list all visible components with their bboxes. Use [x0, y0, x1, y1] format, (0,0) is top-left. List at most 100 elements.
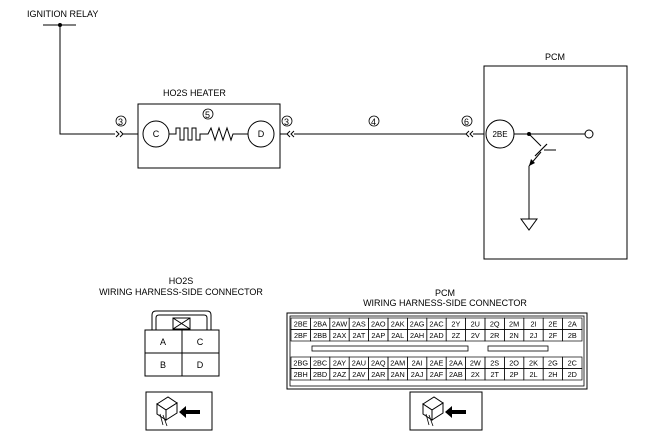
callout-heater-element: 5	[205, 110, 210, 120]
pcm-pin-label: 2AO	[371, 320, 386, 329]
pcm-pin-label: 2AA	[449, 359, 463, 368]
pcm-pin-label: 2S	[490, 359, 499, 368]
pcm-pin-label: 2N	[509, 331, 518, 340]
pcm-pin-label: 2C	[568, 359, 577, 368]
pcm-pin-label: 2T	[490, 370, 499, 379]
callout-harness: 4	[371, 117, 376, 127]
pcm-pin-label: 2AP	[371, 331, 385, 340]
pcm-pin-label: 2AU	[352, 359, 366, 368]
pcm-pin-label: 2AY	[333, 359, 346, 368]
pcm-pin-label: 2U	[471, 320, 480, 329]
pcm-pin-label: 2AC	[429, 320, 443, 329]
pcm-pin-label: 2V	[471, 331, 480, 340]
ground-icon	[520, 218, 538, 231]
pcm-connector-outline	[286, 312, 588, 390]
pcm-pin-label: 2AJ	[411, 370, 424, 379]
transistor-collector	[528, 133, 542, 147]
pcm-pin-label: 2BH	[294, 370, 308, 379]
pcm-connector: PCM WIRING HARNESS-SIDE CONNECTOR 2BE 2BA…	[286, 288, 588, 390]
pcm-pin-label: 2P	[510, 370, 519, 379]
pcm-pin-label: 2H	[548, 370, 557, 379]
pcm-pin-label: 2G	[548, 359, 558, 368]
pcm-pin-label: 2AE	[430, 359, 444, 368]
ho2s-pin-c: C	[197, 337, 204, 347]
pcm-pin-grid: 2BE 2BA 2AW 2AS 2AO 2AK 2AG 2AC 2Y 2U 2Q 2M 2I 2E 2A 2B…	[290, 317, 583, 381]
pcm-pin-label: 2R	[490, 331, 499, 340]
pcm-pin-label: 2AV	[352, 370, 365, 379]
pcm-label: PCM	[545, 52, 565, 62]
pcm-pin-label: 2AT	[352, 331, 365, 340]
pcm-pin-label: 2AL	[391, 331, 404, 340]
pcm-pin-label: 2BE	[294, 320, 308, 329]
ignition-relay-label: IGNITION RELAY	[27, 9, 98, 19]
pcm-pin-label: 2K	[529, 359, 538, 368]
pcm-pin-label: 2AR	[371, 370, 385, 379]
ignition-relay: IGNITION RELAY	[27, 9, 98, 27]
pcm-pin-label: 2BA	[313, 320, 327, 329]
pcm-pin-label: 2Z	[452, 331, 461, 340]
ho2s-view-icon-box	[145, 391, 213, 431]
ho2s-connector-subtitle: WIRING HARNESS-SIDE CONNECTOR	[99, 287, 263, 297]
pcm-output-terminal	[584, 129, 594, 139]
pcm-pin-label: 2W	[470, 359, 481, 368]
pcm-pin-label: 2AI	[412, 359, 423, 368]
ho2s-pin-b: B	[160, 360, 166, 370]
callout-pcm-input: 6	[464, 117, 469, 127]
pcm-pin-label: 2B	[568, 331, 577, 340]
heater-coil	[169, 127, 204, 141]
pcm-pin-label: 2AG	[410, 320, 425, 329]
pcm-pin-label: 2BC	[313, 359, 327, 368]
svg-text:2BE: 2BE	[492, 130, 507, 139]
heater-resistor	[204, 126, 248, 142]
pcm-pin-label: 2AX	[333, 331, 347, 340]
view-direction-arrow-icon	[445, 406, 466, 418]
ho2s-pin-a: A	[160, 337, 166, 347]
view-direction-arrow-icon	[179, 406, 200, 418]
pcm-pin-label: 2Q	[490, 320, 500, 329]
pcm-pin-label: 2AN	[391, 370, 405, 379]
lock-tab-icon	[172, 317, 191, 330]
pcm-pin-label: 2AD	[429, 331, 443, 340]
pcm-pin-label: 2AW	[332, 320, 348, 329]
pcm-pin-label: 2AH	[410, 331, 424, 340]
ho2s-pin-d: D	[197, 360, 204, 370]
pcm-pin-label: 2D	[568, 370, 577, 379]
pcm-pin-label: 2BB	[313, 331, 327, 340]
pcm-pin-label: 2A	[568, 320, 577, 329]
pcm-pin-label: 2Y	[451, 320, 460, 329]
pcm-connector-subtitle: WIRING HARNESS-SIDE CONNECTOR	[363, 298, 527, 308]
pcm-pin-label: 2M	[509, 320, 519, 329]
ho2s-heater-label: HO2S HEATER	[163, 88, 226, 98]
pcm-pin-cell	[562, 329, 583, 342]
pcm-pin-label: 2AZ	[333, 370, 347, 379]
pcm-box	[483, 65, 628, 260]
pcm-pin-label: 2AM	[390, 359, 405, 368]
heater-box	[137, 103, 281, 169]
svg-text:C: C	[153, 129, 160, 139]
pcm-pin-label: 2AS	[352, 320, 366, 329]
callout-wire-left: 3	[118, 117, 123, 127]
connector-view-icon	[422, 396, 466, 427]
pcm-pin-label: 2J	[530, 331, 538, 340]
pcm-pin-label: 2F	[549, 331, 558, 340]
pcm-pin-label: 2L	[529, 370, 537, 379]
ho2s-connector: HO2S WIRING HARNESS-SIDE CONNECTOR A C B…	[99, 276, 263, 377]
pcm-pin-label: 2E	[548, 320, 557, 329]
ho2s-heater: HO2S HEATER C D 5	[137, 88, 281, 169]
pcm-connector-title: PCM	[435, 288, 455, 298]
pcm-pin-label: 2O	[509, 359, 519, 368]
pcm-pin-label: 2I	[530, 320, 536, 329]
connector-latch	[151, 310, 212, 330]
callout-wire-right: 3	[284, 117, 289, 127]
pcm-pin-label: 2AF	[430, 370, 444, 379]
pcm-pin-label: 2AB	[449, 370, 463, 379]
key-slot-right	[487, 345, 549, 352]
pcm-view-icon-box	[409, 391, 483, 431]
ho2s-connector-title: HO2S	[169, 276, 194, 286]
pcm: PCM 2BE	[483, 52, 628, 260]
pcm-pin-cell	[562, 368, 583, 381]
pcm-pin-label: 2X	[471, 370, 480, 379]
key-slot-left	[311, 345, 469, 352]
pcm-pin-label: 2AK	[391, 320, 405, 329]
